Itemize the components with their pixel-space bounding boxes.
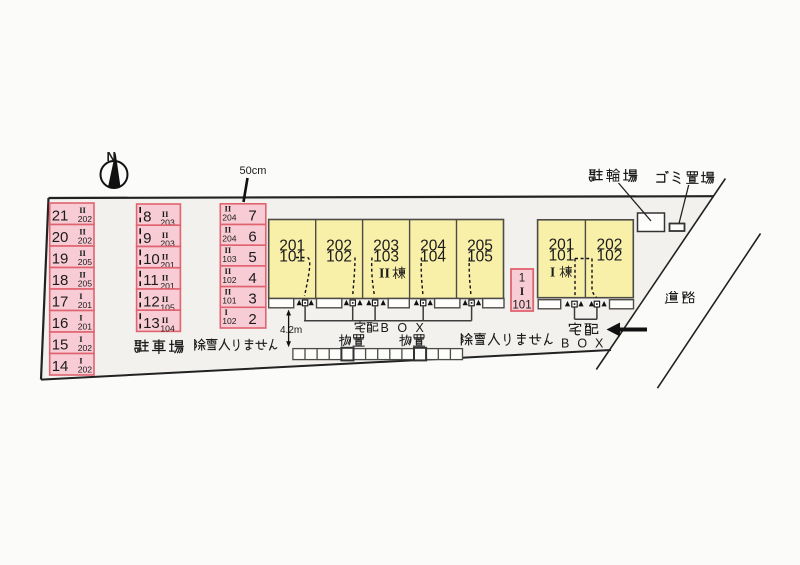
- svg-text:202: 202: [78, 343, 93, 353]
- svg-text:N: N: [107, 149, 116, 164]
- svg-text:8: 8: [143, 209, 151, 226]
- svg-text:4: 4: [248, 270, 256, 287]
- svg-text:11: 11: [143, 272, 159, 289]
- svg-text:205: 205: [78, 279, 93, 289]
- svg-text:II: II: [162, 315, 169, 325]
- svg-text:14: 14: [52, 358, 69, 375]
- svg-text:II: II: [79, 248, 86, 258]
- svg-text:50cm: 50cm: [240, 165, 267, 177]
- svg-text:201: 201: [160, 281, 175, 291]
- svg-text:105: 105: [467, 249, 493, 266]
- svg-text:101: 101: [512, 300, 531, 312]
- svg-text:BOX: BOX: [561, 337, 611, 351]
- svg-text:102: 102: [326, 249, 352, 266]
- svg-text:202: 202: [78, 365, 93, 375]
- svg-text:203: 203: [160, 217, 175, 227]
- svg-text:102: 102: [222, 316, 237, 326]
- svg-text:I: I: [550, 265, 555, 280]
- svg-text:II: II: [79, 205, 86, 215]
- svg-text:II: II: [162, 251, 169, 261]
- svg-text:12: 12: [143, 294, 160, 311]
- svg-text:202: 202: [78, 214, 93, 224]
- svg-text:201: 201: [78, 300, 93, 310]
- svg-text:4.2m: 4.2m: [280, 325, 302, 336]
- svg-text:15: 15: [52, 337, 69, 354]
- svg-text:20: 20: [52, 229, 69, 246]
- svg-text:201: 201: [279, 238, 305, 255]
- svg-text:BOX: BOX: [381, 321, 433, 335]
- svg-text:II: II: [79, 270, 86, 280]
- svg-text:18: 18: [52, 272, 69, 289]
- svg-text:205: 205: [467, 238, 493, 255]
- svg-text:103: 103: [222, 254, 237, 264]
- svg-text:II: II: [162, 273, 169, 283]
- svg-text:103: 103: [373, 249, 399, 266]
- svg-text:17: 17: [52, 294, 69, 311]
- svg-text:II: II: [225, 287, 232, 297]
- svg-text:201: 201: [549, 237, 575, 254]
- svg-text:203: 203: [373, 238, 399, 255]
- svg-text:202: 202: [78, 236, 93, 246]
- svg-text:101: 101: [549, 248, 575, 265]
- svg-text:203: 203: [160, 239, 175, 249]
- svg-text:105: 105: [160, 302, 175, 312]
- svg-text:102: 102: [596, 248, 622, 265]
- svg-text:II: II: [79, 227, 86, 237]
- svg-text:13: 13: [143, 315, 160, 332]
- svg-text:201: 201: [160, 260, 175, 270]
- svg-text:II: II: [225, 224, 232, 234]
- svg-text:I: I: [79, 291, 83, 301]
- svg-text:II: II: [162, 209, 169, 219]
- svg-text:7: 7: [248, 208, 256, 225]
- svg-text:104: 104: [420, 249, 446, 266]
- svg-text:202: 202: [596, 237, 622, 254]
- svg-text:II: II: [162, 294, 169, 304]
- svg-text:I: I: [79, 356, 83, 366]
- svg-text:1: 1: [519, 273, 525, 285]
- svg-text:16: 16: [52, 315, 69, 332]
- svg-text:201: 201: [78, 322, 93, 332]
- svg-text:204: 204: [222, 213, 237, 223]
- svg-text:204: 204: [420, 238, 446, 255]
- svg-text:5: 5: [248, 249, 256, 266]
- svg-text:19: 19: [52, 251, 69, 268]
- svg-text:6: 6: [248, 228, 256, 245]
- svg-text:204: 204: [222, 233, 237, 243]
- svg-text:205: 205: [78, 257, 93, 267]
- svg-text:2: 2: [248, 311, 256, 328]
- svg-text:II: II: [162, 230, 169, 240]
- svg-text:II: II: [225, 266, 232, 276]
- svg-text:102: 102: [222, 275, 237, 285]
- svg-text:I: I: [520, 286, 525, 298]
- svg-text:I: I: [79, 334, 83, 344]
- svg-text:101: 101: [279, 249, 305, 266]
- svg-text:104: 104: [160, 324, 175, 334]
- svg-text:I: I: [225, 307, 229, 317]
- svg-text:101: 101: [222, 296, 237, 306]
- svg-text:II: II: [225, 204, 232, 214]
- svg-text:21: 21: [52, 208, 69, 225]
- svg-text:9: 9: [143, 230, 151, 247]
- svg-text:II: II: [379, 267, 390, 282]
- svg-text:I: I: [79, 313, 83, 323]
- svg-text:3: 3: [248, 291, 256, 308]
- svg-text:10: 10: [143, 251, 160, 268]
- svg-text:202: 202: [326, 238, 352, 255]
- svg-text:II: II: [225, 245, 232, 255]
